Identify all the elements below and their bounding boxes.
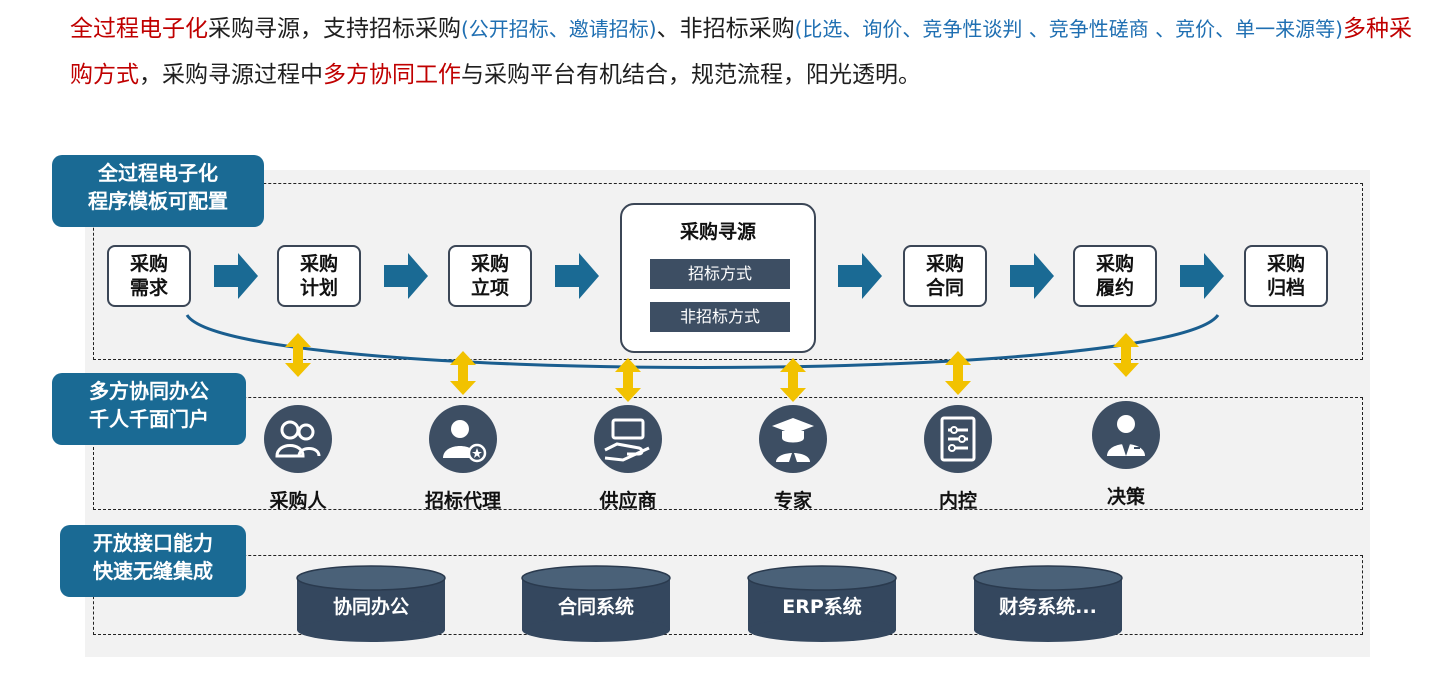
sourcing-method-bidding: 招标方式 (650, 259, 790, 289)
collab-label-line1: 多方协同办公 (89, 379, 209, 403)
step-plan: 采购计划 (277, 245, 361, 307)
step-line2: 需求 (129, 277, 168, 299)
cylinders (296, 565, 1123, 642)
double-arrow-4 (780, 358, 806, 402)
role-label: 招标代理 (424, 490, 501, 512)
step-line2: 合同 (925, 277, 964, 299)
double-arrow-5 (945, 351, 971, 395)
handshake-icon (594, 405, 662, 473)
sourcing-method-nonbidding: 非招标方式 (650, 302, 790, 332)
process-section-border (93, 183, 1363, 360)
process-section-label: 全过程电子化 程序模板可配置 (52, 155, 264, 227)
open-label-line2: 快速无缝集成 (93, 559, 213, 583)
cylinder-2 (521, 565, 671, 642)
collaboration-curve (185, 314, 1220, 369)
role-label: 专家 (773, 490, 812, 512)
step-line2: 履约 (1095, 277, 1134, 299)
collab-label-line2: 千人千面门户 (89, 407, 209, 431)
open-section-label: 开放接口能力 快速无缝集成 (60, 525, 246, 597)
cylinder-4 (973, 565, 1123, 642)
step-line1: 采购 (1095, 253, 1134, 275)
sourcing-title: 采购寻源 (679, 221, 756, 243)
step-fulfillment: 采购履约 (1073, 245, 1157, 307)
step-demand: 采购需求 (107, 245, 191, 307)
intro-highlight-1: 全过程电子化 (70, 16, 208, 42)
flow-arrow-2 (384, 253, 428, 299)
flow-arrow-1 (214, 253, 258, 299)
businessman-icon (1092, 401, 1160, 469)
step-line2: 计划 (299, 277, 338, 299)
role-supplier: 供应商 (568, 404, 688, 513)
step-line2: 立项 (470, 277, 509, 299)
agent-icon (429, 405, 497, 473)
graduate-icon (759, 405, 827, 473)
process-label-line2: 程序模板可配置 (88, 189, 228, 213)
role-decision: 决策 (1066, 400, 1186, 509)
role-label: 内控 (938, 490, 977, 512)
flow-arrow-6 (1180, 253, 1224, 299)
role-label: 供应商 (599, 490, 657, 512)
intro-nonbidding-types: (比选、询价、竞争性谈判 、竞争性磋商 、竞价、单一来源等) (794, 17, 1343, 41)
system-erp: ERP系统 (782, 596, 862, 618)
flow-arrow-4 (838, 253, 882, 299)
intro-highlight-3: 多方协同工作 (323, 62, 461, 88)
step-line1: 采购 (470, 253, 509, 275)
intro-bidding-types: (公开招标、邀请招标) (461, 17, 657, 41)
double-arrow-3 (615, 358, 641, 402)
intro-text-9: 与采购平台有机结合，规范流程，阳光透明。 (461, 62, 921, 88)
role-agent: 招标代理 (403, 404, 523, 513)
role-label: 决策 (1106, 486, 1145, 508)
system-collab-office: 协同办公 (332, 596, 409, 618)
flow-arrow-5 (1010, 253, 1054, 299)
collab-section-border (93, 397, 1363, 510)
system-finance: 财务系统... (999, 596, 1097, 618)
people-icon (264, 405, 332, 473)
intro-highlight-2: 多种采购方式 (70, 16, 1412, 88)
double-arrow-1 (285, 333, 311, 377)
step-archive: 采购归档 (1244, 245, 1328, 307)
intro-text-4: 、非招标采购 (656, 16, 795, 42)
step-line2: 归档 (1266, 277, 1305, 299)
step-contract: 采购合同 (903, 245, 987, 307)
step-line1: 采购 (1266, 253, 1305, 275)
step-line1: 采购 (129, 253, 168, 275)
double-arrow-2 (450, 351, 476, 395)
role-label: 采购人 (269, 490, 327, 512)
role-expert: 专家 (733, 404, 853, 513)
double-arrow-6 (1113, 333, 1139, 377)
checklist-icon (924, 405, 992, 473)
intro-text-7: ，采购寻源过程中 (139, 62, 323, 88)
role-control: 内控 (898, 404, 1018, 513)
process-label-line1: 全过程电子化 (98, 161, 218, 185)
role-purchaser: 采购人 (238, 404, 358, 513)
step-line1: 采购 (925, 253, 964, 275)
step-line1: 采购 (299, 253, 338, 275)
open-label-line1: 开放接口能力 (93, 531, 213, 555)
collab-section-label: 多方协同办公 千人千面门户 (52, 373, 246, 445)
intro-text: 全过程电子化采购寻源，支持招标采购(公开招标、邀请招标)、非招标采购(比选、询价… (70, 6, 1430, 98)
intro-text-2: 采购寻源，支持招标采购 (208, 16, 461, 42)
sourcing-box: 采购寻源 招标方式 非招标方式 (620, 203, 816, 353)
step-project: 采购立项 (448, 245, 532, 307)
cylinder-1 (296, 565, 446, 642)
system-contract: 合同系统 (557, 596, 634, 618)
cylinder-3 (747, 565, 897, 642)
flow-arrow-3 (555, 253, 599, 299)
